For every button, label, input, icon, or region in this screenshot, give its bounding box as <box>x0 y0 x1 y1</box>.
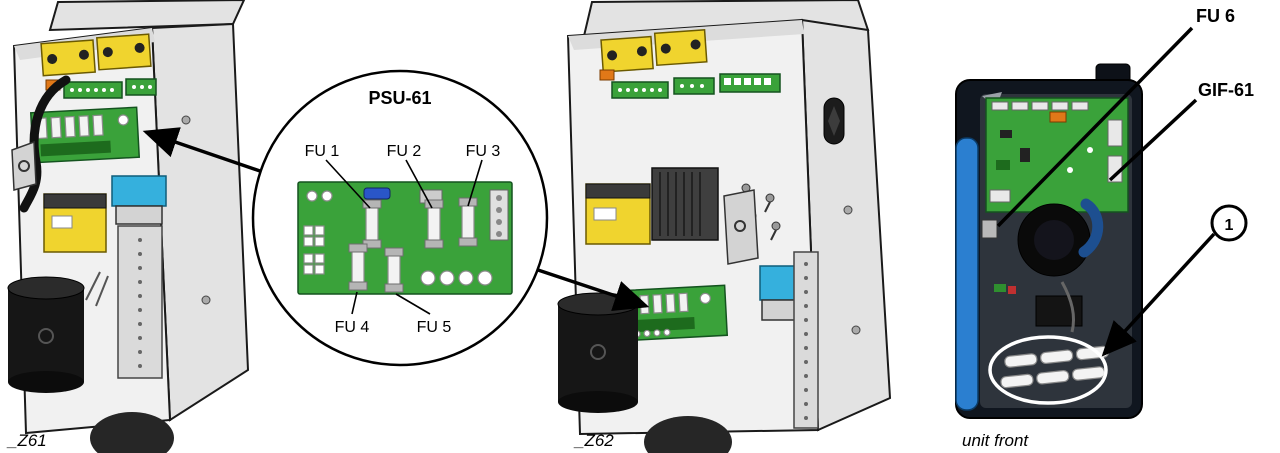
z62-bottom-arc <box>644 416 732 453</box>
fuse-fu4 <box>348 243 368 291</box>
leader-to-z61-board <box>142 127 261 173</box>
z62-bracket <box>723 189 759 265</box>
leader-fu1 <box>325 159 371 209</box>
z61-terminal-strips <box>63 78 157 99</box>
unit-blue-strip <box>955 137 979 411</box>
caption-unit-front: unit front <box>962 431 1029 450</box>
leader-to-z62-board <box>537 268 650 311</box>
z61-transformer <box>43 193 107 253</box>
gif61-board <box>985 97 1129 213</box>
label-fu6: FU 6 <box>1196 6 1235 26</box>
unit-blue-cable <box>1078 198 1104 258</box>
leader-item-1 <box>1101 232 1216 357</box>
z61-yellow-modules <box>40 33 152 77</box>
fuse-fu5 <box>384 247 404 293</box>
psu61-callout: PSU-61 <box>142 69 650 367</box>
leader-fu3 <box>467 159 483 207</box>
unit-front-illustration <box>955 63 1143 419</box>
leader-fu5 <box>395 293 431 315</box>
fuse-label-fu1: FU 1 <box>305 143 340 160</box>
front-view-labels: FU 6 GIF-61 1 <box>996 6 1254 357</box>
fuse-label-fu5: FU 5 <box>417 319 452 336</box>
fuse-label-fu2: FU 2 <box>387 143 422 160</box>
z61-cable <box>19 75 71 213</box>
label-gif61: GIF-61 <box>1198 80 1254 100</box>
fuse-fu1 <box>362 199 382 249</box>
z61-bottom-arc <box>90 412 174 453</box>
fu6-connector <box>981 219 998 239</box>
z62-capacitor-cylinder <box>557 292 639 413</box>
cabinet-z61-illustration <box>7 0 250 453</box>
z62-orange-connector <box>599 69 615 81</box>
caption-z62: _Z62 <box>573 431 614 450</box>
z62-vertical-rail <box>793 251 819 429</box>
cabinet-z62-illustration <box>557 0 892 453</box>
z62-yellow-modules <box>600 29 708 73</box>
psu61-board-detail <box>297 181 513 295</box>
z61-vertical-rail <box>117 225 163 379</box>
callout-title: PSU-61 <box>368 88 431 108</box>
z62-transformer <box>585 167 719 245</box>
leader-fu2 <box>405 159 433 209</box>
fuse-label-fu4: FU 4 <box>335 319 370 336</box>
fuse-fu2 <box>424 199 444 249</box>
leader-gif61 <box>1108 98 1198 182</box>
z61-psu-board <box>29 106 141 164</box>
fuse-label-fu3: FU 3 <box>466 143 501 160</box>
caption-z61: _Z61 <box>6 431 47 450</box>
item-1-number: 1 <box>1225 217 1234 234</box>
z62-terminal-strips <box>611 73 781 99</box>
unit-black-box <box>1035 295 1083 327</box>
z61-blue-component <box>111 175 167 207</box>
item-1-circle <box>1210 204 1248 242</box>
leader-fu4 <box>351 291 358 315</box>
fuse-highlight-oval <box>988 335 1108 405</box>
item-1-callout: 1 <box>1210 204 1248 242</box>
z61-capacitor-cylinder <box>7 276 85 393</box>
leader-fu6 <box>996 26 1194 228</box>
z61-bracket <box>11 140 37 191</box>
